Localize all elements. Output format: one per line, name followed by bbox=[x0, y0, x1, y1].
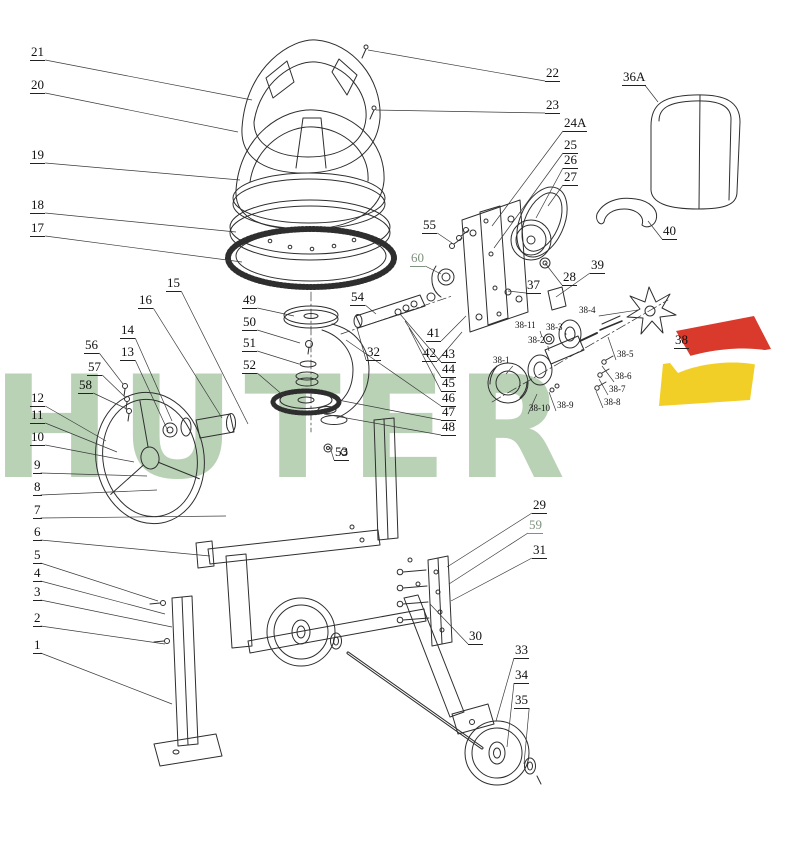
part-label-31: 31 bbox=[532, 542, 547, 559]
top-bolts bbox=[361, 44, 377, 120]
part-label-9: 9 bbox=[33, 457, 42, 474]
motor-fan bbox=[626, 286, 677, 335]
part-label-38-10: 38-10 bbox=[529, 403, 550, 413]
part-label-41: 41 bbox=[426, 325, 441, 342]
bolt-53 bbox=[323, 443, 348, 456]
part-label-23: 23 bbox=[545, 97, 560, 114]
logo-white-swoosh bbox=[670, 348, 770, 373]
part-label-28: 28 bbox=[562, 269, 577, 286]
part-label-50: 50 bbox=[242, 314, 257, 331]
part-label-25: 25 bbox=[563, 137, 578, 154]
part-label-48: 48 bbox=[441, 419, 456, 436]
part-label-38-7: 38-7 bbox=[609, 384, 626, 394]
part-label-54: 54 bbox=[350, 289, 365, 306]
part-label-37: 37 bbox=[526, 277, 541, 294]
drum-rings bbox=[229, 172, 391, 261]
part-label-7: 7 bbox=[33, 502, 42, 519]
part-label-32: 32 bbox=[366, 344, 381, 361]
part-label-47: 47 bbox=[441, 404, 456, 421]
part-label-12: 12 bbox=[30, 390, 45, 407]
part-label-58: 58 bbox=[78, 377, 93, 394]
part-label-5: 5 bbox=[33, 547, 42, 564]
part-label-13: 13 bbox=[120, 344, 135, 361]
part-label-33: 33 bbox=[514, 642, 529, 659]
part-label-18: 18 bbox=[30, 197, 45, 214]
part-label-39: 39 bbox=[590, 257, 605, 274]
part-label-30: 30 bbox=[468, 628, 483, 645]
part-label-27: 27 bbox=[563, 169, 578, 186]
part-label-57: 57 bbox=[87, 359, 102, 376]
part-label-38-2: 38-2 bbox=[528, 335, 545, 345]
part-label-36A: 36A bbox=[622, 69, 647, 86]
part-label-6: 6 bbox=[33, 524, 42, 541]
part-label-35: 35 bbox=[514, 692, 529, 709]
drive-shaft bbox=[340, 292, 453, 335]
stand-leg bbox=[149, 595, 223, 767]
part-label-24A: 24A bbox=[563, 115, 588, 132]
part-label-53: 53 bbox=[334, 444, 349, 461]
part-label-2: 2 bbox=[33, 610, 42, 627]
part-label-44: 44 bbox=[441, 361, 456, 378]
part-label-56: 56 bbox=[84, 337, 99, 354]
axle-rod bbox=[346, 651, 484, 750]
part-label-49: 49 bbox=[242, 292, 257, 309]
part-label-38-11: 38-11 bbox=[515, 320, 536, 330]
part-label-1: 1 bbox=[33, 637, 42, 654]
part-label-14: 14 bbox=[120, 322, 135, 339]
part-label-45: 45 bbox=[441, 375, 456, 392]
part-label-42: 42 bbox=[422, 345, 437, 362]
part-label-21: 21 bbox=[30, 44, 45, 61]
part-label-8: 8 bbox=[33, 479, 42, 496]
part-label-46: 46 bbox=[441, 390, 456, 407]
part-label-38-8: 38-8 bbox=[604, 397, 621, 407]
part-label-59: 59 bbox=[528, 517, 543, 534]
transport-wheel-center bbox=[266, 597, 342, 667]
part-label-52: 52 bbox=[242, 357, 257, 374]
part-label-60: 60 bbox=[410, 250, 425, 267]
part-label-38-3: 38-3 bbox=[546, 322, 563, 332]
part-label-26: 26 bbox=[563, 152, 578, 169]
drum-top-cover bbox=[235, 39, 385, 230]
part-label-29: 29 bbox=[532, 497, 547, 514]
part-label-11: 11 bbox=[30, 407, 45, 424]
part-label-38-4: 38-4 bbox=[579, 305, 596, 315]
part-label-40: 40 bbox=[662, 223, 677, 240]
part-label-15: 15 bbox=[166, 275, 181, 292]
part-label-55: 55 bbox=[422, 217, 437, 234]
part-label-19: 19 bbox=[30, 147, 45, 164]
part-label-20: 20 bbox=[30, 77, 45, 94]
right-stand bbox=[403, 594, 495, 735]
part-label-38-9: 38-9 bbox=[557, 400, 574, 410]
part-label-22: 22 bbox=[545, 65, 560, 82]
part-label-16: 16 bbox=[138, 292, 153, 309]
part-label-34: 34 bbox=[514, 667, 529, 684]
handle bbox=[596, 197, 658, 228]
motor-cover bbox=[650, 94, 741, 210]
part-label-3: 3 bbox=[33, 584, 42, 601]
part-label-38: 38 bbox=[674, 332, 689, 349]
part-label-10: 10 bbox=[30, 429, 45, 446]
part-label-17: 17 bbox=[30, 220, 45, 237]
part-label-4: 4 bbox=[33, 565, 42, 582]
part-label-38-6: 38-6 bbox=[615, 371, 632, 381]
part-label-38-5: 38-5 bbox=[617, 349, 634, 359]
part-label-38-1: 38-1 bbox=[493, 355, 510, 365]
part-label-51: 51 bbox=[242, 335, 257, 352]
